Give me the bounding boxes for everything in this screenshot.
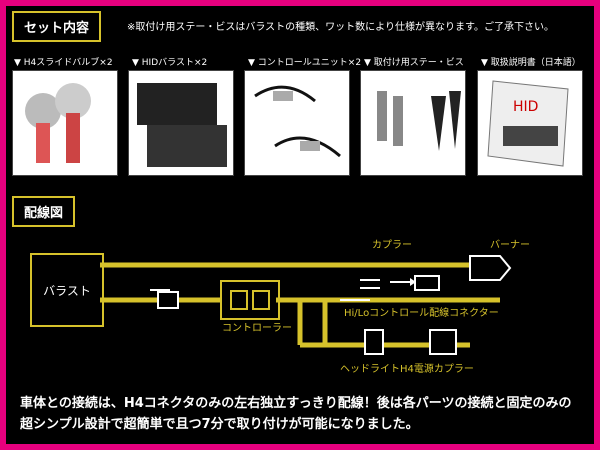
bulb-drawing <box>25 83 91 163</box>
control-unit-drawing <box>254 85 341 158</box>
ballast-box: バラスト <box>30 253 104 327</box>
headlight-coupler-label: ヘッドライトH4電源カプラー <box>340 364 474 375</box>
hilo-label: Hi/Loコントロール配線コネクター <box>344 308 499 319</box>
svg-text:HID: HID <box>513 99 538 115</box>
controller-label: コントローラー <box>222 323 292 334</box>
item-label-bulb: ▼ H4スライドバルブ×2 <box>14 58 113 68</box>
control-unit-image <box>244 70 350 176</box>
set-contents-title: セット内容 <box>12 11 102 42</box>
manual-image: HID <box>477 70 583 176</box>
coupler-label: カプラー <box>372 240 412 251</box>
ballast-drawing <box>137 83 227 167</box>
stay-image <box>360 70 466 176</box>
item-label-ballast: ▼ HIDバラスト×2 <box>132 58 208 68</box>
ballast-image <box>128 70 234 176</box>
stay-drawing <box>377 91 461 151</box>
bulb-image <box>12 70 118 176</box>
burner-label: バーナー <box>490 240 530 251</box>
item-label-manual: ▼ 取扱説明書（日本語） <box>481 58 581 68</box>
controller-box <box>220 280 280 320</box>
item-label-stay: ▼ 取付け用ステー・ビス <box>364 58 464 68</box>
note-text: ※取付け用ステー・ビスはバラストの種類、ワット数により仕様が異なります。ご了承下… <box>127 22 554 33</box>
item-label-control-unit: ▼ コントロールユニット×2 <box>248 58 362 68</box>
footer-text: 車体との接続は、H4コネクタのみの左右独立すっきり配線！後は各パーツの接続と固定… <box>20 396 572 432</box>
wiring-title: 配線図 <box>12 196 76 227</box>
manual-drawing: HID <box>487 80 569 167</box>
